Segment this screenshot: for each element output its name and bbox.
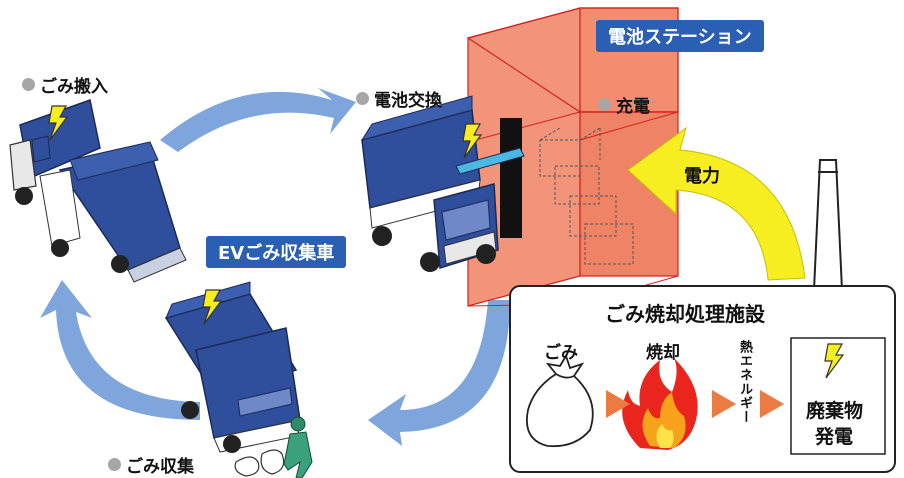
process-arrow-1 <box>606 390 630 418</box>
facility-result-line2: 発電 <box>815 426 854 448</box>
bullet-dot-icon <box>22 78 35 91</box>
bullet-dot-icon <box>598 98 611 111</box>
cycle-arrow-left <box>40 280 200 420</box>
garbage-bags-small <box>234 449 285 477</box>
fire-icon <box>622 358 698 450</box>
facility-step-incineration: 焼却 <box>646 343 680 363</box>
bullet-dot-icon <box>356 92 369 105</box>
cycle-arrow-right <box>368 300 510 446</box>
bullet-dot-icon <box>108 458 121 471</box>
label-battery-swap: 電池交換 <box>356 86 442 111</box>
badge-battery-station: 電池ステーション <box>596 20 764 52</box>
facility-result-line1: 廃棄物 <box>806 400 864 422</box>
label-charging: 充電 <box>598 92 650 117</box>
process-arrow-3 <box>760 390 784 418</box>
label-garbage-unload: ごみ搬入 <box>22 72 108 97</box>
ev-truck-collecting <box>164 281 301 453</box>
chimney <box>812 159 844 291</box>
power-arrow <box>627 126 806 281</box>
facility-heat-energy: 熱エネルギー <box>737 340 752 424</box>
garbage-bag-icon <box>526 353 594 448</box>
facility-title: ごみ焼却処理施設 <box>605 302 765 326</box>
worker-figure <box>283 416 313 478</box>
facility-step-garbage: ごみ <box>544 343 578 363</box>
power-generation-box <box>790 337 886 455</box>
cycle-arrow-top <box>160 88 356 152</box>
label-power: 電力 <box>684 166 720 187</box>
ev-truck-battery-swap <box>360 95 525 272</box>
ev-truck-unloading <box>9 99 187 283</box>
badge-ev-truck: EVごみ収集車 <box>206 236 347 268</box>
label-garbage-collect: ごみ収集 <box>108 452 194 477</box>
process-arrow-2 <box>712 390 736 418</box>
